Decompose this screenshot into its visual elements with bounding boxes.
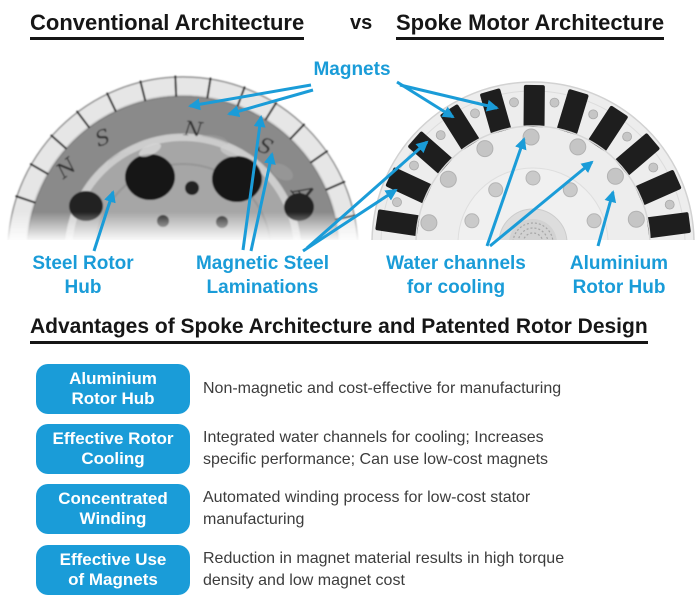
- title-conventional: Conventional Architecture: [30, 10, 305, 40]
- advantage-description: Non-magnetic and cost-effective for manu…: [203, 380, 562, 397]
- advantage-row-effective-rotor-cooling: Effective Rotor Cooling Integrated water…: [0, 424, 695, 474]
- title-vs: vs: [350, 12, 373, 34]
- callout-aluminium-rotor-hub: Aluminium Rotor Hub: [569, 253, 669, 298]
- advantage-badge: Effective Use of Magnets: [36, 545, 190, 595]
- title-spoke: Spoke Motor Architecture: [396, 10, 665, 40]
- conventional-rotor-image: N S N S A: [0, 75, 366, 240]
- callout-steel-rotor-hub: Steel Rotor Hub: [32, 253, 134, 298]
- advantage-badge: Effective Rotor Cooling: [36, 424, 190, 474]
- advantage-description: Integrated water channels for cooling; I…: [203, 429, 549, 468]
- advantage-row-effective-use-of-magnets: Effective Use of Magnets Reduction in ma…: [0, 545, 695, 595]
- advantage-badge: Concentrated Winding: [36, 484, 190, 534]
- spoke-rotor-image: [371, 81, 695, 240]
- magnets-label: Magnets: [313, 59, 391, 80]
- callout-water-channels: Water channels for cooling: [386, 253, 526, 298]
- water-channel-holes: [420, 128, 645, 232]
- callout-magnetic-steel-laminations: Magnetic Steel Laminations: [195, 253, 330, 298]
- advantages-heading: Advantages of Spoke Architecture and Pat…: [30, 315, 648, 344]
- advantage-row-concentrated-winding: Concentrated Winding Automated winding p…: [0, 484, 695, 534]
- advantage-row-aluminium-rotor-hub: Aluminium Rotor Hub Non-magnetic and cos…: [0, 364, 695, 414]
- motor-comparison-diagram: N S N S A: [0, 75, 695, 253]
- advantage-badge: Aluminium Rotor Hub: [36, 364, 190, 414]
- advantage-description: Automated winding process for low-cost s…: [203, 489, 531, 528]
- advantage-description: Reduction in magnet material results in …: [203, 550, 565, 589]
- callout-arrows: [92, 80, 617, 253]
